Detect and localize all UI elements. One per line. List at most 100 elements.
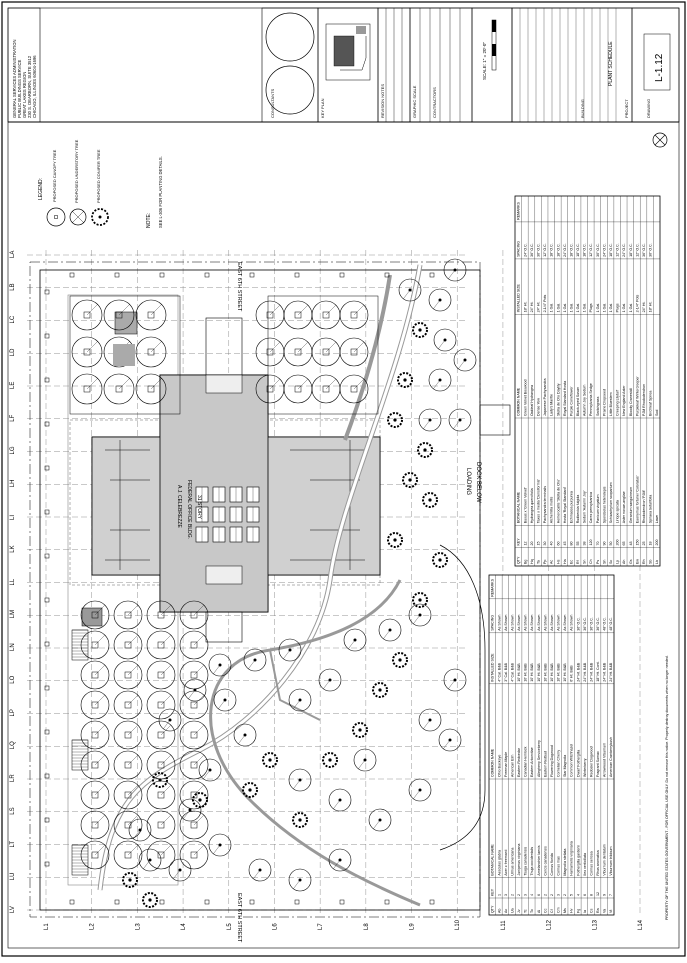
tree-leader (325, 305, 336, 316)
tree-leader (373, 819, 381, 829)
grid-label-top: LI (10, 515, 16, 520)
schedule-cell: 36" O.C. (583, 617, 587, 631)
schedule-cell: Ia (583, 910, 587, 913)
tree-grate (157, 671, 165, 679)
schedule-cell: 4" Cal. B&B (510, 662, 514, 681)
tree-grate (157, 701, 165, 709)
tree-canopy-outline (113, 660, 143, 690)
tree-leader (413, 789, 421, 799)
canopy-tree (179, 720, 209, 750)
tree-canopy-outline (412, 592, 428, 608)
conifer-tree (322, 752, 338, 768)
tree-canopy-outline (408, 603, 432, 627)
schedule-cell: Carex pensylvanica (589, 492, 593, 523)
schedule-cell: Dwarf Fothergilla (576, 750, 580, 777)
schedule-cell: Cornelian Cherry (557, 750, 561, 777)
grid-label-top: LQ (10, 741, 16, 749)
tree-trunk (403, 378, 407, 382)
schedule-cell: 1 (497, 894, 501, 896)
tree-leader (163, 719, 171, 729)
schedule-cell: Cf (550, 909, 554, 913)
tree-grate (91, 791, 99, 799)
tree-canopy-outline (113, 810, 143, 840)
tree-canopy-outline (398, 278, 422, 302)
schedule-cell: Pachysandra terminalis (543, 486, 547, 524)
tree-leader (358, 759, 366, 769)
tree-leader (248, 659, 256, 669)
tree-canopy-outline (328, 788, 352, 812)
tree-canopy-outline (432, 552, 448, 568)
schedule-cell: 65 (622, 542, 626, 546)
conifer-tree (142, 892, 158, 908)
canopy-tree (80, 630, 110, 660)
schedule-cell: Freeman Maple (504, 752, 508, 777)
tree-trunk (418, 598, 422, 602)
schedule-cell: Rf (576, 560, 580, 564)
consultant-seal-2 (265, 65, 315, 115)
schedule-cell: Creeping Lilyturf (616, 390, 620, 416)
bollard (44, 509, 50, 515)
tree-leader (423, 719, 431, 729)
schedule-cell: Royal Standard Hosta (563, 381, 567, 416)
schedule-cell: 1 Gal. (550, 303, 554, 313)
tree-grate (350, 348, 358, 356)
curved-walkway-north (343, 274, 392, 441)
grid-label-top: LD (10, 348, 16, 356)
schedule-cell: Bg (523, 560, 527, 564)
tree-leader (383, 629, 391, 639)
schedule-cell: Lawn (655, 515, 659, 524)
tree-canopy-outline (113, 750, 143, 780)
tree-grate (83, 348, 91, 356)
schedule-cell: Cs (589, 908, 593, 913)
canopy-tree (113, 630, 143, 660)
project-label: PROJECT (624, 99, 629, 118)
loading-dock-label: LOADING DOCK BELOW (465, 462, 481, 503)
schedule-cell: 18" O.C. (569, 243, 573, 257)
canopy-tree (339, 374, 369, 404)
north-vestibule (205, 374, 243, 394)
understory-tree (443, 668, 467, 692)
schedule-cell: Amelanchier laevis (537, 845, 541, 875)
tree-trunk (393, 538, 397, 542)
tree-grate (91, 641, 99, 649)
bollard (44, 861, 50, 867)
tree-grate (266, 385, 274, 393)
revision-notes-label: REVISION NOTES (380, 84, 385, 118)
tree-leader (127, 695, 138, 706)
tree-grate (157, 731, 165, 739)
schedule-cell: Hv (570, 908, 574, 913)
tree-grate (190, 731, 198, 739)
tree-leader (94, 815, 105, 826)
tree-grate (157, 821, 165, 829)
bollard (44, 289, 50, 295)
consultant-seal-1 (265, 12, 315, 62)
tree-canopy-outline (146, 810, 176, 840)
tree-canopy-outline (192, 792, 208, 808)
grid-label-bottom: L3 (135, 923, 141, 930)
understory-tree (453, 348, 477, 372)
schedule-cell: 1 Gal. (556, 303, 560, 313)
tree-leader (94, 635, 105, 646)
tree-grate (322, 348, 330, 356)
understory-tree (243, 648, 267, 672)
schedule-cell: Fg (576, 909, 580, 913)
tree-canopy-outline (146, 840, 176, 870)
tree-leader (188, 689, 196, 699)
schedule-cell: 6 (583, 894, 587, 896)
tree-grate (190, 641, 198, 649)
schedule-cell: To (530, 909, 534, 913)
tree-canopy-outline (443, 668, 467, 692)
tree-canopy-outline (179, 780, 209, 810)
schedule-cell: Canadian Hemlock (524, 746, 528, 777)
schedule-cell: 10' Ht. B&B (557, 663, 561, 682)
conifer-tree (387, 412, 403, 428)
schedule-cell: American Cranberrybush (609, 737, 613, 777)
grid-label-bottom: L13 (592, 919, 598, 930)
understory-tree (288, 688, 312, 712)
schedule-cell: Ha (563, 559, 567, 564)
tree-leader (150, 378, 162, 390)
conifer-tree (432, 552, 448, 568)
canopy-tree (80, 720, 110, 750)
schedule-cell: Redosier Dogwood (589, 746, 593, 777)
